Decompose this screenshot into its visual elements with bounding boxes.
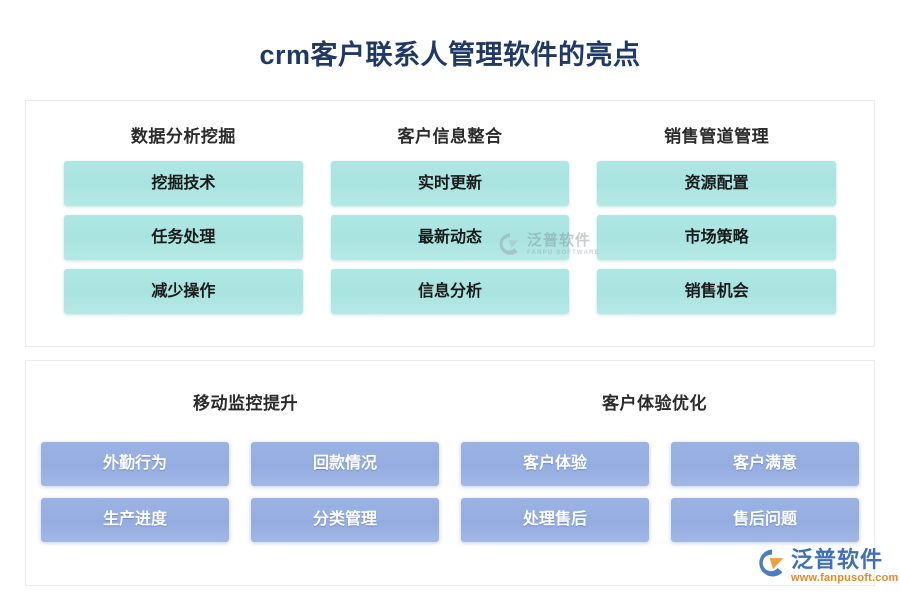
highlights-panel-bottom: 移动监控提升 客户体验优化 外勤行为 生产进度 回款情况 分类管理 客户体验 处… — [25, 360, 875, 586]
feature-box[interactable]: 任务处理 — [64, 215, 303, 260]
feature-box[interactable]: 分类管理 — [251, 498, 439, 542]
group-title: 数据分析挖掘 — [130, 127, 236, 146]
feature-box[interactable]: 客户满意 — [671, 442, 859, 486]
group-title: 客户信息整合 — [397, 127, 503, 146]
feature-box[interactable]: 市场策略 — [597, 215, 837, 260]
feature-box[interactable]: 售后问题 — [671, 498, 859, 542]
feature-box[interactable]: 生产进度 — [41, 498, 229, 542]
feature-box[interactable]: 实时更新 — [330, 161, 570, 206]
feature-box[interactable]: 处理售后 — [461, 498, 649, 542]
feature-box[interactable]: 最新动态 — [330, 215, 570, 260]
brand-name: 泛普软件 — [791, 547, 884, 572]
feature-box[interactable]: 客户体验 — [461, 442, 649, 486]
bottom-column: 客户满意 售后问题 — [671, 442, 859, 542]
feature-box[interactable]: 销售机会 — [597, 269, 837, 314]
feature-box[interactable]: 资源配置 — [597, 161, 837, 206]
highlights-panel-top: 数据分析挖掘 挖掘技术 任务处理 减少操作 客户信息整合 实时更新 最新动态 信… — [25, 100, 875, 347]
feature-box[interactable]: 外勤行为 — [41, 442, 229, 486]
feature-box[interactable]: 信息分析 — [330, 269, 570, 314]
bottom-column: 回款情况 分类管理 — [251, 442, 439, 542]
group-item-list: 实时更新 最新动态 信息分析 — [330, 161, 570, 314]
brand-url: www.fanpusoft.com — [791, 572, 899, 585]
fanpu-logo-icon — [757, 548, 787, 578]
bottom-column: 客户体验 处理售后 — [461, 442, 649, 542]
group-title: 销售管道管理 — [664, 127, 770, 146]
group-title: 客户体验优化 — [602, 394, 707, 413]
brand-logo-text: 泛普软件 www.fanpusoft.com — [791, 548, 899, 584]
feature-box[interactable]: 回款情况 — [251, 442, 439, 486]
brand-logo: 泛普软件 www.fanpusoft.com — [757, 548, 899, 584]
bottom-column: 外勤行为 生产进度 — [41, 442, 229, 542]
bottom-panel-headers: 移动监控提升 客户体验优化 — [26, 389, 874, 414]
group-customer-info: 客户信息整合 实时更新 最新动态 信息分析 — [317, 101, 584, 346]
top-panel-columns: 数据分析挖掘 挖掘技术 任务处理 减少操作 客户信息整合 实时更新 最新动态 信… — [26, 101, 874, 346]
group-item-list: 资源配置 市场策略 销售机会 — [597, 161, 837, 314]
bottom-panel-columns: 外勤行为 生产进度 回款情况 分类管理 客户体验 处理售后 客户满意 售后问题 — [26, 442, 874, 542]
group-sales-pipeline: 销售管道管理 资源配置 市场策略 销售机会 — [583, 101, 850, 346]
group-item-list: 挖掘技术 任务处理 减少操作 — [64, 161, 303, 314]
feature-box[interactable]: 挖掘技术 — [64, 161, 303, 206]
page-title: crm客户联系人管理软件的亮点 — [259, 40, 641, 70]
group-data-analysis: 数据分析挖掘 挖掘技术 任务处理 减少操作 — [50, 101, 317, 346]
group-title: 移动监控提升 — [193, 394, 298, 413]
feature-box[interactable]: 减少操作 — [64, 269, 303, 314]
